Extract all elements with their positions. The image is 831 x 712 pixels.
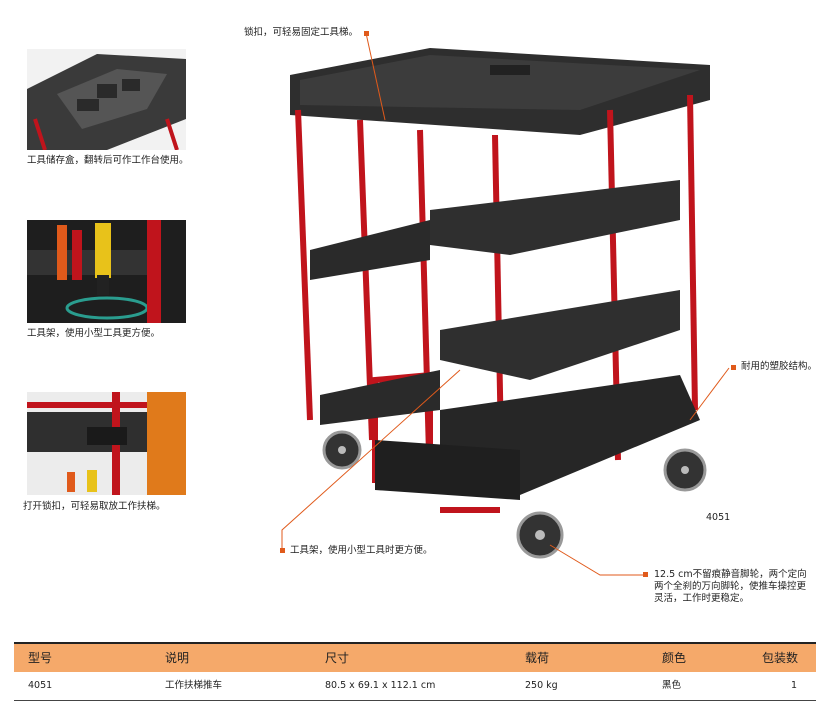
header-load: 载荷 [525, 651, 550, 665]
casters-marker [643, 572, 648, 577]
cell-pack-qty: 1 [791, 680, 798, 691]
storage-box-photo [27, 49, 186, 150]
ladder-cart-photo [280, 40, 720, 570]
table-row: 4051 工作扶梯推车 80.5 x 69.1 x 112.1 cm 250 k… [14, 672, 816, 701]
spec-table: 型号 说明 尺寸 载荷 颜色 包装数 4051 工作扶梯推车 80.5 x 69… [14, 642, 816, 701]
casters-caption: 12.5 cm不留痕静音脚轮，两个定向两个全刹的万向脚轮，使推车操控更灵活，工作… [654, 569, 807, 604]
open-buckle-photo [27, 392, 186, 495]
cell-description: 工作扶梯推车 [165, 680, 223, 691]
table-header-row: 型号 说明 尺寸 载荷 颜色 包装数 [14, 644, 816, 672]
model-label: 4051 [706, 512, 731, 523]
buckle-marker [364, 31, 369, 36]
header-description: 说明 [165, 651, 190, 665]
header-pack-qty: 包装数 [762, 651, 799, 665]
open-buckle-caption: 打开锁扣，可轻易取放工作扶梯。 [23, 501, 166, 512]
plastic-caption: 耐用的塑胶结构。 [741, 361, 818, 372]
header-dimensions: 尺寸 [325, 651, 350, 665]
tool-rack-marker [280, 548, 285, 553]
tool-rack-main-caption: 工具架，使用小型工具时更方便。 [290, 545, 433, 556]
storage-box-caption: 工具储存盒，翻转后可作工作台使用。 [27, 155, 189, 166]
table-top-rule [14, 642, 816, 644]
cell-model: 4051 [28, 680, 53, 691]
header-model: 型号 [28, 651, 53, 665]
plastic-marker [731, 365, 736, 370]
tool-rack-photo [27, 220, 186, 323]
cell-load: 250 kg [525, 680, 558, 691]
cell-color: 黑色 [662, 680, 682, 691]
buckle-caption: 锁扣，可轻易固定工具梯。 [244, 27, 359, 38]
tool-rack-side-caption: 工具架，使用小型工具更方便。 [27, 328, 161, 339]
header-color: 颜色 [662, 651, 687, 665]
cell-dimensions: 80.5 x 69.1 x 112.1 cm [325, 680, 436, 691]
